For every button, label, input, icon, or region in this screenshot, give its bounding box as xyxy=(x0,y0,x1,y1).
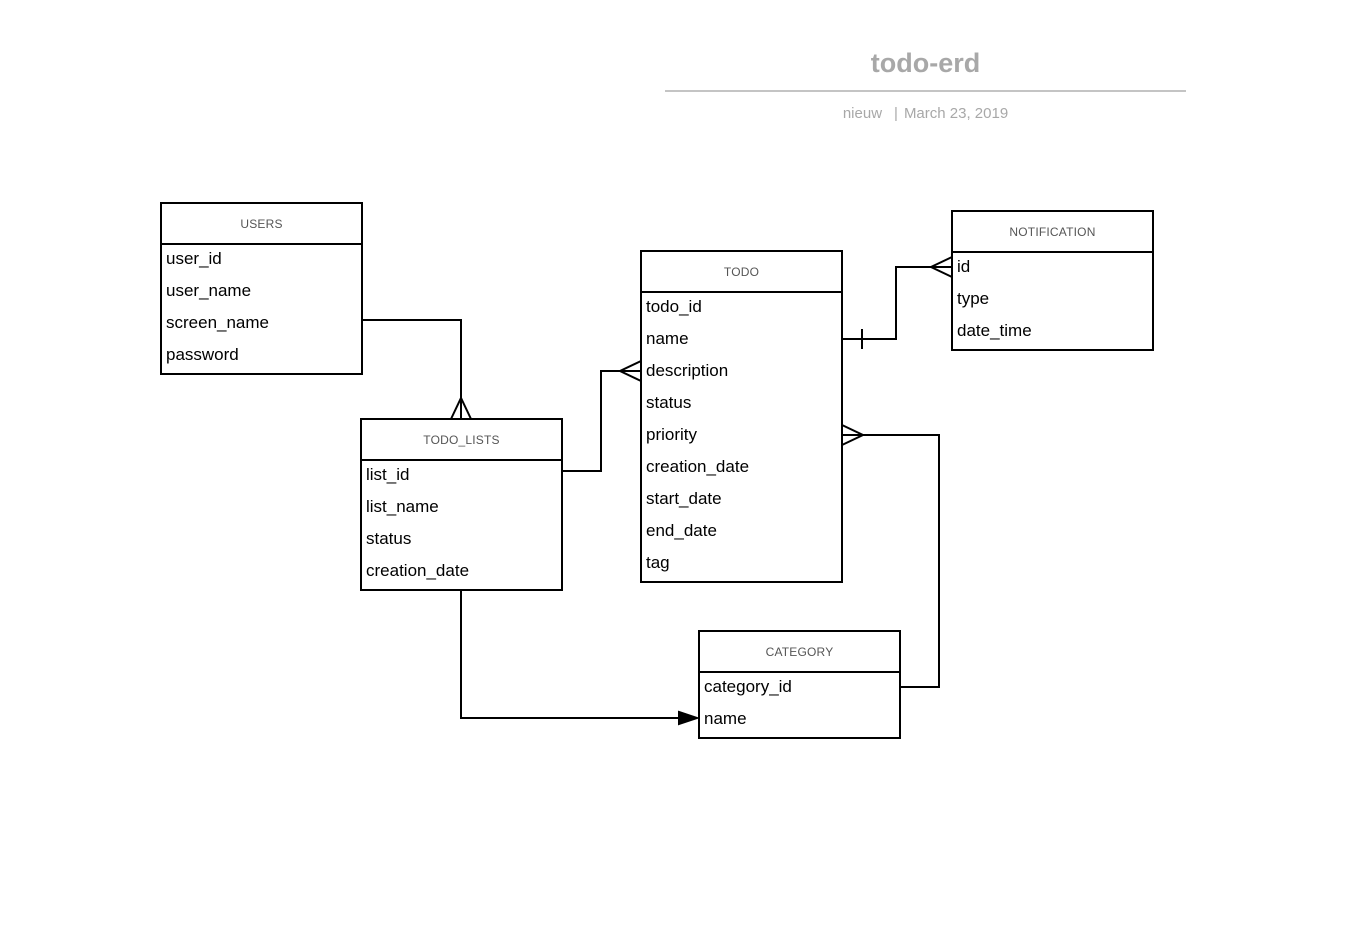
field-user-id: user_id xyxy=(166,249,222,268)
meta-separator: | xyxy=(894,105,898,122)
entity-todo-lists-title: TODO_LISTS xyxy=(362,420,561,461)
field-start-date: start_date xyxy=(646,489,722,508)
diagram-meta: nieuw | March 23, 2019 xyxy=(665,104,1186,124)
entity-todo-title: TODO xyxy=(642,252,841,293)
author-label: nieuw xyxy=(842,105,883,122)
field-type: type xyxy=(957,289,990,308)
title-divider xyxy=(665,90,1186,92)
crows-foot-marker xyxy=(617,360,642,382)
relationship-users-todolists xyxy=(358,319,472,420)
relationship-todolists-todo xyxy=(562,360,642,472)
connector-line xyxy=(358,319,462,419)
field-user-name: user_name xyxy=(166,281,252,300)
connector-line xyxy=(842,266,952,340)
field-status: status xyxy=(366,529,412,548)
field-list-id: list_id xyxy=(366,465,410,484)
entity-notification[interactable]: NOTIFICATION id type date_time xyxy=(951,210,1154,351)
field-end-date: end_date xyxy=(646,521,717,540)
field-name: name xyxy=(704,709,747,728)
entity-todo-lists-fields: list_id list_name status creation_date xyxy=(362,461,561,589)
entity-category-fields: category_id name xyxy=(700,673,899,737)
field-list-name: list_name xyxy=(366,497,439,516)
field-creation-date: creation_date xyxy=(366,561,470,580)
entity-notification-fields: id type date_time xyxy=(953,253,1152,349)
field-todo-id: todo_id xyxy=(646,297,702,316)
field-id: id xyxy=(957,257,971,276)
diagram-title: todo-erd xyxy=(870,48,981,78)
entity-todo-lists[interactable]: TODO_LISTS list_id list_name status crea… xyxy=(360,418,563,591)
relationship-todolists-category xyxy=(460,588,701,726)
diagram-header: todo-erd nieuw | March 23, 2019 xyxy=(665,44,1186,124)
crows-foot-marker xyxy=(841,424,866,446)
entity-category[interactable]: CATEGORY category_id name xyxy=(698,630,901,739)
field-category-id: category_id xyxy=(704,677,792,696)
field-password: password xyxy=(166,345,239,364)
field-screen-name: screen_name xyxy=(166,313,270,332)
connector-line xyxy=(562,370,641,472)
field-date-time: date_time xyxy=(957,321,1032,340)
entity-users-fields: user_id user_name screen_name password xyxy=(162,245,361,373)
entity-category-title: CATEGORY xyxy=(700,632,899,673)
entity-todo-fields: todo_id name description status priority… xyxy=(642,293,841,581)
field-status: status xyxy=(646,393,692,412)
field-name: name xyxy=(646,329,689,348)
field-description: description xyxy=(646,361,729,380)
entity-notification-title: NOTIFICATION xyxy=(953,212,1152,253)
entity-users-title: USERS xyxy=(162,204,361,245)
entity-todo[interactable]: TODO todo_id name description status pri… xyxy=(640,250,843,583)
field-creation-date: creation_date xyxy=(646,457,750,476)
relationship-todo-notification xyxy=(842,256,953,349)
field-priority: priority xyxy=(646,425,698,444)
field-tag: tag xyxy=(646,553,670,572)
date-label: March 23, 2019 xyxy=(903,105,1009,122)
crows-foot-marker xyxy=(450,395,472,420)
crows-foot-marker xyxy=(928,256,953,278)
connector-line xyxy=(460,588,682,719)
entity-users[interactable]: USERS user_id user_name screen_name pass… xyxy=(160,202,363,375)
arrow-marker xyxy=(678,710,701,726)
